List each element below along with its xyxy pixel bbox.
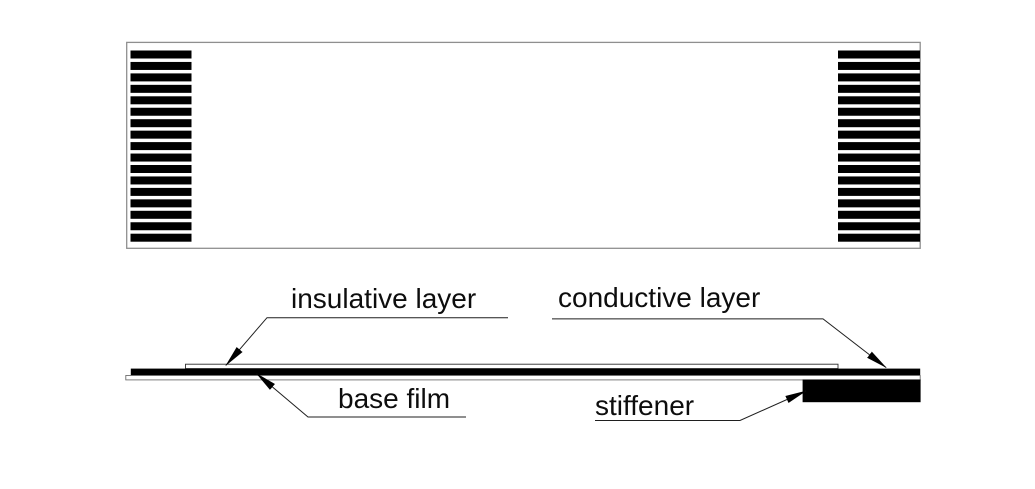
contact-stripe [130, 130, 192, 139]
contact-stripe [838, 210, 920, 219]
left-contact-stripes [130, 50, 192, 242]
contact-stripe [130, 50, 192, 59]
base-film-strip [125, 375, 921, 381]
stiffener-label: stiffener [595, 390, 694, 421]
top-view [126, 41, 921, 249]
contact-stripe [130, 84, 192, 93]
contact-stripe [130, 119, 192, 128]
contact-stripe [130, 165, 192, 173]
contact-stripe [130, 142, 192, 151]
contact-stripe [130, 187, 192, 196]
contact-stripe [130, 96, 192, 105]
base-film-label: base film [338, 383, 450, 414]
right-contact-stripes [838, 50, 920, 242]
conductive-layer-label: conductive layer [558, 282, 760, 313]
contact-stripe [838, 107, 920, 116]
contact-stripe [130, 222, 192, 231]
contact-stripe [130, 210, 192, 219]
contact-stripe [838, 119, 920, 128]
contact-stripe [838, 165, 920, 173]
contact-stripe [130, 107, 192, 116]
insulative-layer-strip [185, 363, 839, 370]
base-film-leader [255, 372, 466, 418]
contact-stripe [130, 61, 192, 70]
contact-stripe [838, 176, 920, 185]
stiffener-block [802, 379, 921, 403]
stiffener-leader [595, 390, 808, 421]
contact-stripe [130, 73, 192, 82]
contact-stripe [838, 73, 920, 82]
contact-stripe [838, 50, 920, 59]
contact-stripe [130, 199, 192, 208]
contact-stripe [838, 61, 920, 70]
contact-stripe [838, 84, 920, 93]
contact-stripe [838, 233, 920, 242]
insulative-layer-leader [225, 317, 508, 367]
cable-body-outline [126, 41, 921, 249]
contact-stripe [838, 153, 920, 162]
contact-stripe [838, 142, 920, 151]
contact-stripe [130, 176, 192, 185]
conductive-layer-bar [130, 368, 921, 376]
contact-stripe [130, 153, 192, 162]
contact-stripe [838, 96, 920, 105]
contact-stripe [838, 199, 920, 208]
side-view: insulative layer conductive layer base f… [125, 282, 921, 421]
insulative-layer-label: insulative layer [291, 283, 476, 314]
contact-stripe [838, 222, 920, 231]
conductive-layer-leader [552, 318, 887, 369]
contact-stripe [130, 233, 192, 242]
contact-stripe [838, 187, 920, 196]
contact-stripe [838, 130, 920, 139]
